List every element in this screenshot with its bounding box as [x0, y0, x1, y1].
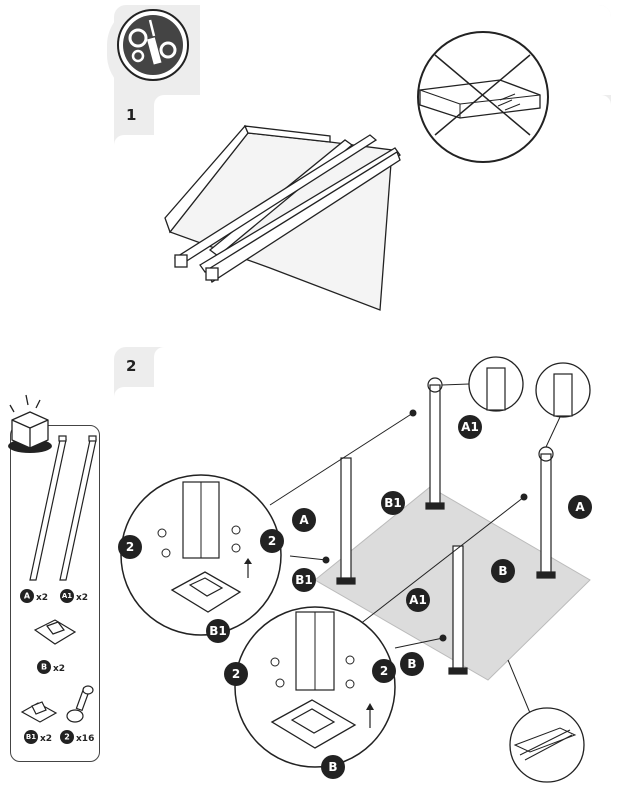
parts-list-b-qty: x2 [53, 664, 65, 674]
part-post-a1 [59, 435, 97, 581]
part-post-a [29, 435, 67, 581]
step-2-drawing-area-top [154, 347, 611, 407]
parts-list-a1-qty: x2 [76, 593, 88, 603]
post-a-right [536, 453, 556, 579]
parts-list-a-badge: A [24, 592, 31, 601]
badge-b1-back: B1 [381, 491, 405, 515]
parts-box-icon [8, 394, 52, 453]
post-top-detail-1 [427, 356, 524, 412]
step-1-number: 1 [126, 106, 137, 124]
badge-b-front-text: B [407, 657, 416, 671]
badge-a1-back: A1 [458, 415, 482, 439]
post-a1-front [448, 545, 468, 675]
parts-list-screw-badge: 2 [64, 733, 70, 742]
parts-list-screw: 2 x16 [60, 730, 94, 744]
step-1-box-illustration [164, 124, 401, 311]
base-b1-detail [120, 474, 282, 636]
badge-a1-front-text: A1 [409, 593, 427, 607]
tools-icon [117, 9, 189, 81]
badge-screw-2-text: 2 [268, 534, 276, 548]
badge-screw-1: 2 [118, 535, 142, 559]
parts-list-b1-qty: x2 [40, 734, 52, 744]
parts-list-screw-qty: x16 [76, 734, 94, 744]
base-b-detail [234, 606, 396, 768]
badge-a1-back-text: A1 [461, 420, 479, 434]
badge-b-detail-text: B [328, 760, 337, 774]
badge-screw-1-text: 2 [126, 540, 134, 554]
step-1-tab [114, 95, 154, 135]
folded-box-detail [509, 707, 585, 783]
badge-screw-4: 2 [372, 659, 396, 683]
no-cutter-icon [417, 31, 549, 163]
parts-list-b1: B1 x2 [24, 730, 52, 744]
badge-b-front: B [400, 652, 424, 676]
badge-b1-detail: B1 [206, 619, 230, 643]
badge-screw-3: 2 [224, 662, 248, 686]
badge-b1-back-text: B1 [384, 496, 402, 510]
parts-list-a1: A1 x2 [60, 589, 88, 603]
badge-screw-4-text: 2 [380, 664, 388, 678]
part-screw [66, 685, 94, 723]
parts-list-b1-badge: B1 [26, 733, 36, 741]
badge-b1-detail-text: B1 [209, 624, 227, 638]
part-base-b1 [20, 701, 58, 723]
badge-b-right-text: B [498, 564, 507, 578]
parts-list-a1-badge: A1 [62, 592, 72, 600]
badge-a-left-text: A [299, 513, 309, 527]
parts-list-b-badge: B [41, 663, 47, 672]
badge-screw-2: 2 [260, 529, 284, 553]
badge-b1-left-text: B1 [295, 573, 313, 587]
badge-a1-front: A1 [406, 588, 430, 612]
badge-b-detail: B [321, 755, 345, 779]
badge-b-right: B [491, 559, 515, 583]
step-2-number: 2 [126, 357, 137, 375]
part-base-b [33, 619, 77, 645]
post-a-left [336, 457, 356, 585]
parts-list-a: A x2 [20, 589, 48, 603]
badge-b1-left: B1 [292, 568, 316, 592]
badge-a-right-text: A [575, 500, 585, 514]
badge-a-left: A [292, 508, 316, 532]
badge-a-right: A [568, 495, 592, 519]
badge-screw-3-text: 2 [232, 667, 240, 681]
post-a1-back [425, 384, 445, 510]
post-top-detail-2 [535, 362, 591, 462]
parts-list-b: B x2 [37, 660, 65, 674]
parts-list-a-qty: x2 [36, 593, 48, 603]
